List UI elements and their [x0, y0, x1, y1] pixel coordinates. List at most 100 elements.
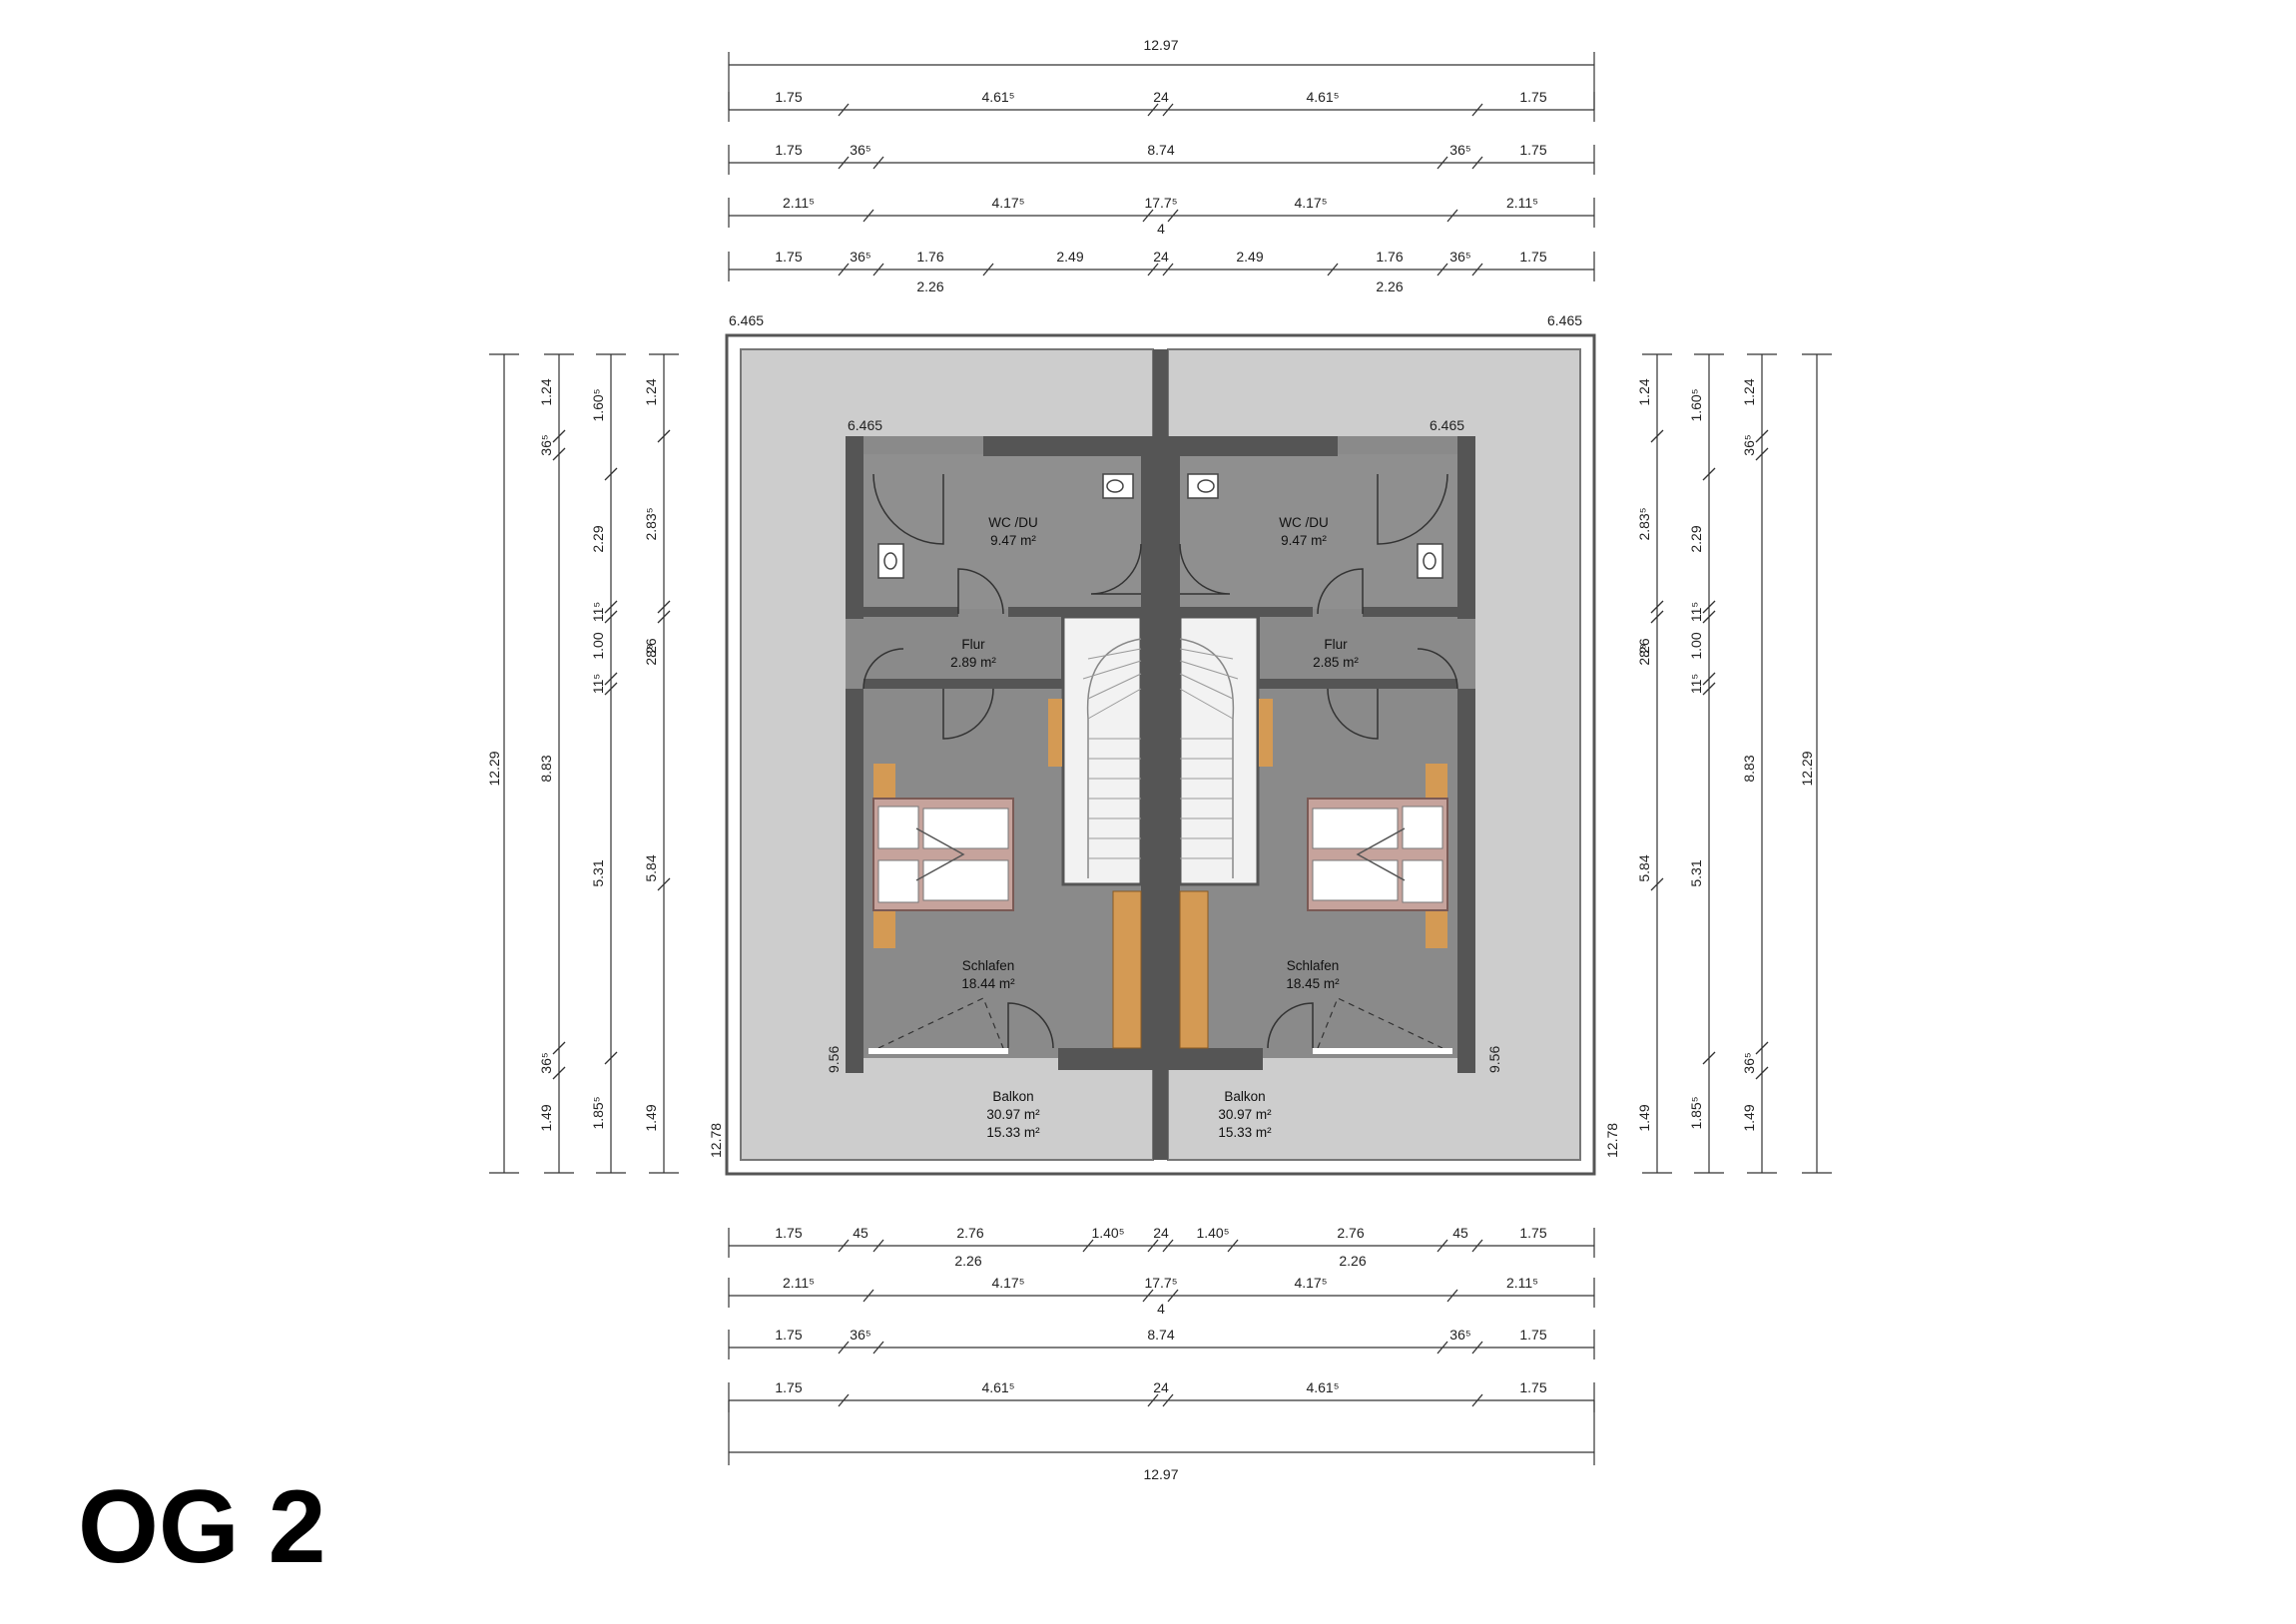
dimension-tick [838, 1341, 850, 1354]
room-label-flur-left: Flur [961, 637, 985, 652]
left-col4-label: 1.24 [643, 378, 659, 405]
bed-right [1307, 764, 1448, 948]
bottom-row1-label: 24 [1153, 1225, 1169, 1241]
right-total-label: 12.29 [1799, 751, 1815, 786]
bottom-row1-sub: 2.26 [1339, 1253, 1366, 1269]
dimension-tick [1755, 1066, 1769, 1080]
right-col2-label: 5.31 [1688, 859, 1704, 886]
top-row1-label: 1.75 [1519, 89, 1546, 105]
bottom-row4-label: 24 [1153, 1379, 1169, 1395]
dimension-tick [1162, 1393, 1174, 1407]
shelf-left [1048, 699, 1062, 767]
bottom-row3-label: 1.75 [1519, 1327, 1546, 1343]
dimension-tick [1082, 1239, 1094, 1253]
dimension-tick [1446, 209, 1458, 223]
dimension-tick [1702, 682, 1716, 696]
dimension-tick [1755, 429, 1769, 443]
dimension-tick [1436, 1239, 1448, 1253]
dimension-tick [1162, 103, 1174, 117]
dimension-tick [872, 156, 884, 170]
sanitary-right [1187, 473, 1443, 579]
bottom-row1-label: 2.76 [956, 1225, 983, 1241]
bottom-row2-label: 2.11⁵ [783, 1275, 815, 1291]
bottom-total-label: 12.97 [1143, 1466, 1178, 1482]
right-col3-label: 36⁵ [1741, 1052, 1757, 1073]
dimension-tick [1142, 209, 1154, 223]
dimension-tick [838, 1239, 850, 1253]
dimension-tick [1147, 1239, 1159, 1253]
top-row1-label: 4.61⁵ [1306, 89, 1339, 105]
left-total-label: 12.29 [486, 751, 502, 786]
bottom-row4-label: 4.61⁵ [1306, 1379, 1339, 1395]
dimension-tick [1167, 209, 1179, 223]
bottom-row3-label: 8.74 [1147, 1327, 1174, 1343]
walls-left [846, 436, 1153, 1073]
elevation-inner-left: 6.465 [848, 417, 882, 433]
dimension-tick [657, 877, 671, 891]
top-row2-label: 36⁵ [1449, 142, 1470, 158]
room-area-schlafen-right: 18.45 m² [1286, 976, 1340, 991]
dimension-tick [1147, 1393, 1159, 1407]
dimension-tick [862, 1289, 874, 1303]
room-area-flur-left: 2.89 m² [950, 655, 996, 670]
right-col2-label: 1.85⁵ [1688, 1096, 1704, 1129]
dimension-tick [1702, 672, 1716, 686]
left-col4-label: 2.26 [643, 638, 659, 665]
dimension-tick [604, 672, 618, 686]
right-col3-label: 1.24 [1741, 378, 1757, 405]
dimension-tick [657, 429, 671, 443]
room-label-balkon-right: Balkon [1224, 1089, 1265, 1104]
dimension-tick [838, 1393, 850, 1407]
bottom-row1-label: 1.40⁵ [1091, 1225, 1124, 1241]
dimension-tick [604, 1051, 618, 1065]
left-col2-label: 36⁵ [538, 1052, 554, 1073]
right-col1-label: 2.83⁵ [1636, 507, 1652, 540]
top-row4-label: 1.75 [1519, 249, 1546, 265]
party-wall [1153, 349, 1168, 1160]
top-row4-sub: 2.26 [1376, 278, 1403, 294]
window-right [1313, 1048, 1452, 1054]
dimension-tick [1471, 103, 1483, 117]
dimension-tick [1650, 877, 1664, 891]
left-dimension-chain: 12.291.2436⁵8.8336⁵1.491.60⁵2.2911⁵1.001… [486, 353, 679, 1174]
elevation-outer-left: 6.465 [729, 312, 764, 328]
dimension-tick [1162, 263, 1174, 276]
dimension-tick [1227, 1239, 1239, 1253]
door-swings [862, 473, 1458, 1049]
dimension-tick [1702, 610, 1716, 624]
stair-right [1178, 615, 1260, 886]
dimension-tick [1436, 156, 1448, 170]
left-col2-label: 8.83 [538, 755, 554, 782]
dimension-tick [604, 610, 618, 624]
top-row4-label: 2.49 [1236, 249, 1263, 265]
bottom-row1-label: 1.75 [775, 1225, 802, 1241]
right-col2-label: 1.00 [1688, 632, 1704, 659]
dimension-tick [1702, 467, 1716, 481]
top-row2-label: 1.75 [1519, 142, 1546, 158]
walls-right [1168, 436, 1475, 1073]
dimension-tick [872, 1341, 884, 1354]
dimension-tick [1755, 447, 1769, 461]
window-swings [877, 997, 1443, 1049]
left-col3-label: 1.60⁵ [590, 388, 606, 421]
top-row4-label: 1.76 [1376, 249, 1403, 265]
left-col3-label: 11⁵ [590, 602, 606, 622]
left-col4-label: 2.83⁵ [643, 507, 659, 540]
left-col2-label: 1.24 [538, 378, 554, 405]
elevation-outer-right: 6.465 [1547, 312, 1582, 328]
elevation-wall-right: 9.56 [1486, 1046, 1502, 1073]
left-col4-label: 5.84 [643, 854, 659, 881]
building: WC /DU 9.47 m² Flur 2.89 m² Schlafen 18.… [708, 312, 1620, 1176]
dimension-tick [1702, 600, 1716, 614]
room-area-flur-right: 2.85 m² [1313, 655, 1359, 670]
top-row3-label: 2.11⁵ [1506, 195, 1538, 211]
right-col3-label: 8.83 [1741, 755, 1757, 782]
dimension-tick [1436, 263, 1448, 276]
elevation-inner-right: 6.465 [1430, 417, 1464, 433]
left-col2-label: 36⁵ [538, 434, 554, 455]
dimension-tick [604, 600, 618, 614]
top-row4-sub: 2.26 [916, 278, 943, 294]
